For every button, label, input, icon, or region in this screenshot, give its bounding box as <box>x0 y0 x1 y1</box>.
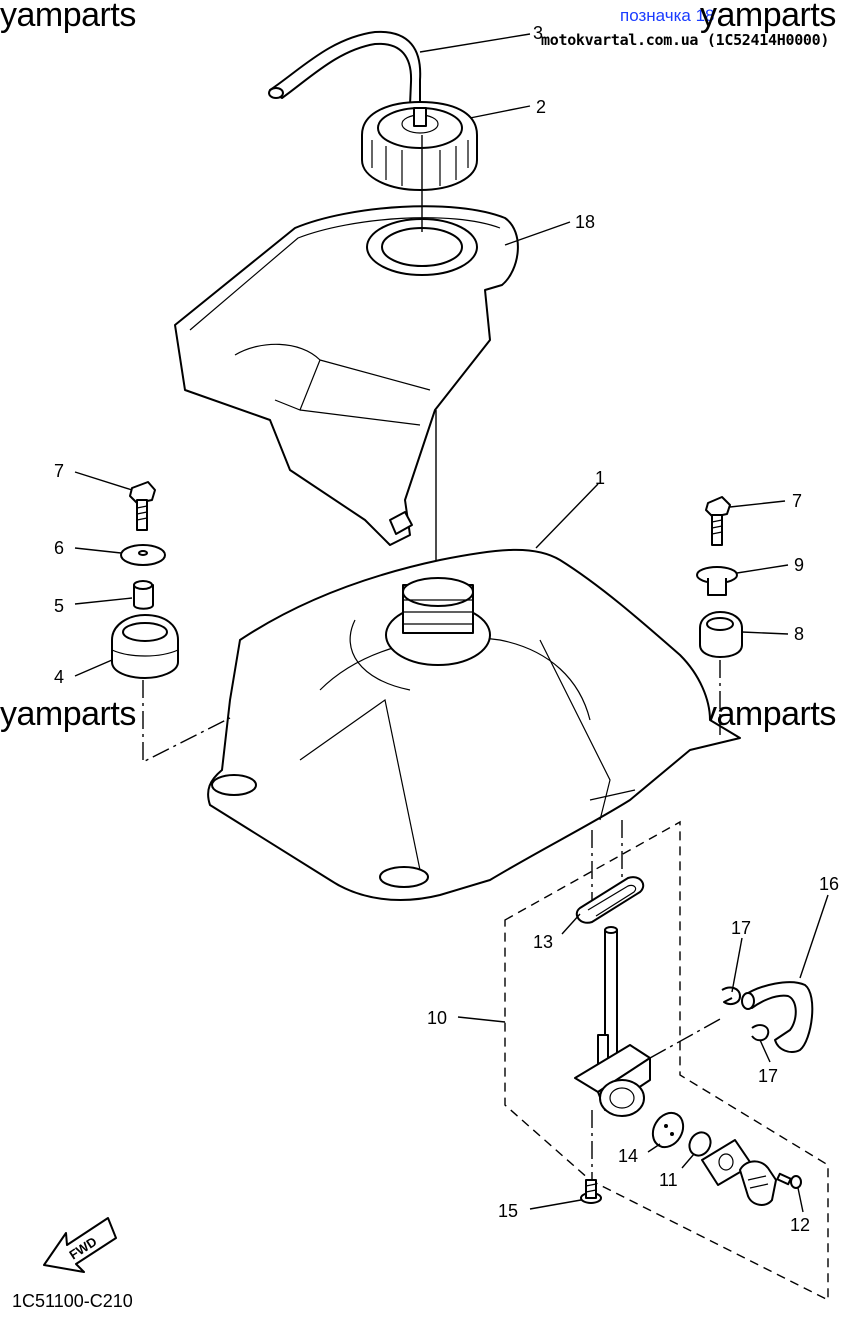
tank-cover <box>174 205 519 546</box>
cock-diaphragm <box>651 1111 685 1149</box>
left-washer <box>120 544 166 566</box>
leader-17-upper <box>731 937 743 993</box>
watermark: yamparts <box>700 0 836 34</box>
callout-3[interactable]: 3 <box>533 23 543 43</box>
callout-7-left[interactable]: 7 <box>54 461 64 481</box>
fuel-cock <box>574 926 651 1117</box>
callout-5[interactable]: 5 <box>54 596 64 616</box>
cock-screw <box>776 1172 802 1189</box>
leader-10 <box>457 1016 506 1023</box>
fwd-arrow-icon: FWD <box>43 1217 117 1273</box>
leader-1 <box>535 483 599 549</box>
fuel-hose <box>741 981 814 1053</box>
leader-14 <box>647 1143 661 1153</box>
callout-13[interactable]: 13 <box>533 932 553 952</box>
leader-9 <box>736 564 789 574</box>
breather-hose <box>268 30 422 106</box>
right-collar <box>696 566 738 596</box>
gasket <box>575 876 645 924</box>
leader-4 <box>74 659 113 677</box>
diagram-code: 1C51100-C210 <box>12 1291 133 1311</box>
leader-3 <box>419 33 531 53</box>
callout-9[interactable]: 9 <box>794 555 804 575</box>
header-site-text: motokvartal.com.ua (1C52414H0000) <box>541 31 830 49</box>
callout-16[interactable]: 16 <box>819 874 839 894</box>
callout-7-right[interactable]: 7 <box>792 491 802 511</box>
header-link[interactable]: позначка 18 <box>620 6 715 25</box>
callout-12[interactable]: 12 <box>790 1215 810 1235</box>
right-damper <box>699 611 743 658</box>
watermark: yamparts <box>700 695 836 733</box>
left-collar <box>133 580 154 610</box>
cock-bottom-screw <box>580 1179 602 1204</box>
fuel-tank <box>207 548 741 901</box>
callout-11[interactable]: 11 <box>659 1170 678 1190</box>
left-mount-line <box>142 680 231 764</box>
watermark: yamparts <box>0 0 136 34</box>
callout-6[interactable]: 6 <box>54 538 64 558</box>
cock-lever <box>739 1160 777 1206</box>
hose-clip-lower <box>751 1024 770 1042</box>
right-mount-bolt <box>705 496 731 546</box>
callout-17-upper[interactable]: 17 <box>731 918 751 938</box>
leader-7-left <box>74 471 133 491</box>
callout-2[interactable]: 2 <box>536 97 546 117</box>
leader-13 <box>561 913 581 935</box>
leader-17-lower <box>759 1039 771 1063</box>
leader-7-right <box>729 500 786 508</box>
leader-6 <box>74 547 122 554</box>
callout-17-lower[interactable]: 17 <box>758 1066 778 1086</box>
fuel-cock-group-box <box>504 820 829 1302</box>
callout-10[interactable]: 10 <box>427 1008 447 1028</box>
leader-18 <box>504 221 571 246</box>
leader-8 <box>741 631 789 635</box>
callout-15[interactable]: 15 <box>498 1201 518 1221</box>
callout-4[interactable]: 4 <box>54 667 64 687</box>
left-damper <box>111 614 179 679</box>
leader-5 <box>74 597 133 605</box>
leader-15 <box>529 1199 582 1210</box>
callout-8[interactable]: 8 <box>794 624 804 644</box>
left-mount-bolt <box>129 481 156 531</box>
hose-clip-upper <box>721 986 741 1005</box>
leader-12 <box>797 1187 804 1213</box>
callout-18[interactable]: 18 <box>575 212 595 232</box>
fuel-cock-outlet-line <box>649 1017 723 1059</box>
leader-2 <box>469 105 531 119</box>
fuel-cap <box>361 101 478 191</box>
callout-14[interactable]: 14 <box>618 1146 638 1166</box>
watermark: yamparts <box>0 695 136 733</box>
callout-1[interactable]: 1 <box>595 468 605 488</box>
leader-16 <box>799 894 829 979</box>
leader-11 <box>681 1153 695 1169</box>
